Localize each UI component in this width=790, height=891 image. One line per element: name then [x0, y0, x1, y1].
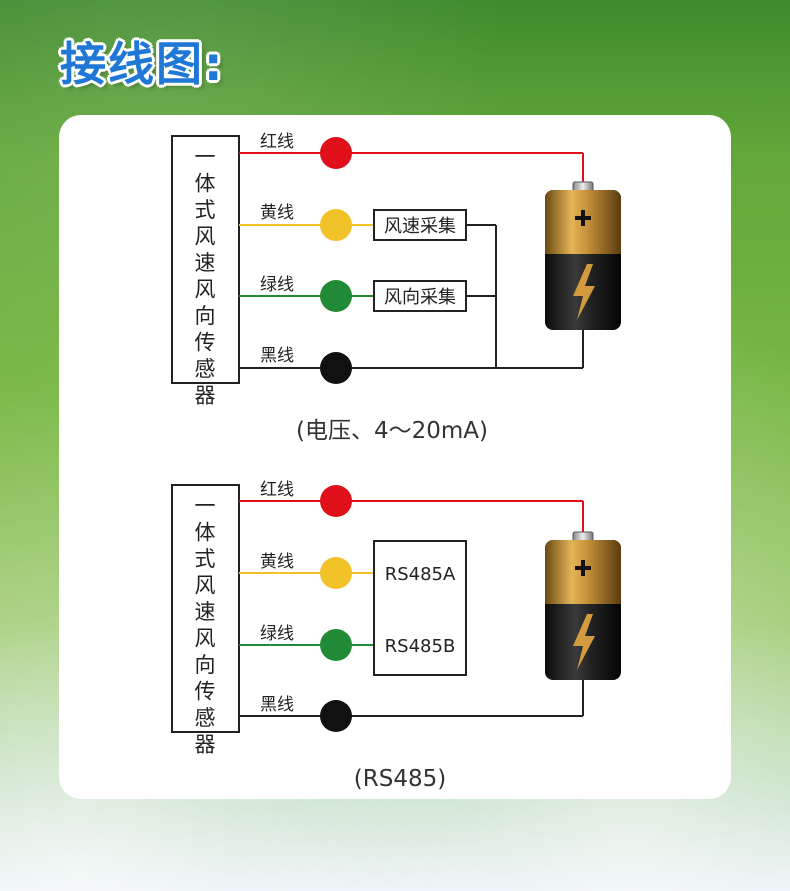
red-terminal [320, 485, 352, 517]
wind-speed-acquisition-label: 风速采集 [384, 216, 456, 237]
wire-label-yellow: 黄线 [260, 203, 294, 223]
rs485b-label: RS485B [385, 636, 456, 657]
wind-speed-acquisition-box [373, 209, 467, 241]
diagram-1: 红线 黄线 绿线 黑线 风速采集 风向采集 (电压、4～20mA) [171, 132, 622, 444]
diagram-2-caption: (RS485) [354, 766, 446, 792]
battery-icon [544, 181, 622, 331]
sensor-label-char: 速 [195, 600, 216, 624]
rs485-module-box [373, 540, 467, 676]
black-terminal [320, 352, 352, 384]
wire-label-black: 黑线 [260, 346, 294, 366]
sensor-label-char: 体 [195, 172, 216, 196]
sensor-label-char: 式 [195, 547, 216, 571]
sensor-label-char: 式 [195, 198, 216, 222]
sensor-label-char: 一 [195, 494, 216, 518]
yellow-terminal [320, 209, 352, 241]
sensor-label-char: 风 [195, 278, 216, 302]
black-terminal [320, 700, 352, 732]
sensor-label-char: 速 [195, 251, 216, 275]
sensor-label-char: 向 [195, 304, 216, 328]
sensor-label-char: 感 [195, 706, 216, 730]
battery-icon [544, 531, 622, 681]
wire-label-green: 绿线 [260, 624, 294, 644]
yellow-terminal [320, 557, 352, 589]
diagram-1-caption: (电压、4～20mA) [296, 418, 488, 444]
wire-label-red: 红线 [260, 132, 294, 152]
sensor-label-char: 向 [195, 653, 216, 677]
wire-label-red: 红线 [260, 480, 294, 500]
sensor-label-char: 风 [195, 574, 216, 598]
sensor-box [171, 484, 240, 733]
green-terminal [320, 629, 352, 661]
wire-label-yellow: 黄线 [260, 552, 294, 572]
sensor-label-char: 体 [195, 521, 216, 545]
green-terminal [320, 280, 352, 312]
sensor-label-char: 器 [195, 733, 216, 757]
wire-label-black: 黑线 [260, 695, 294, 715]
sensor-label-char: 风 [195, 627, 216, 651]
rs485a-label: RS485A [385, 564, 456, 585]
sensor-label-char: 传 [195, 331, 216, 355]
sensor-label-char: 感 [195, 357, 216, 381]
wiring-diagram: 红线 黄线 绿线 黑线 风速采集 风向采集 (电压、4～20mA) 红线 黄线 … [171, 132, 622, 792]
wind-direction-acquisition-box [373, 280, 467, 312]
wire-label-green: 绿线 [260, 275, 294, 295]
sensor-label-char: 一 [195, 145, 216, 169]
sensor-label-char: 风 [195, 225, 216, 249]
wind-direction-acquisition-label: 风向采集 [384, 287, 456, 308]
diagram-2: 红线 黄线 绿线 黑线 RS485A RS485B (RS485) [171, 480, 622, 792]
red-terminal [320, 137, 352, 169]
sensor-box [171, 135, 240, 384]
sensor-label-char: 器 [195, 384, 216, 408]
diagram-card: 红线 黄线 绿线 黑线 风速采集 风向采集 (电压、4～20mA) 红线 黄线 … [59, 115, 731, 799]
page-title: 接线图: [60, 37, 225, 91]
sensor-label-char: 传 [195, 680, 216, 704]
